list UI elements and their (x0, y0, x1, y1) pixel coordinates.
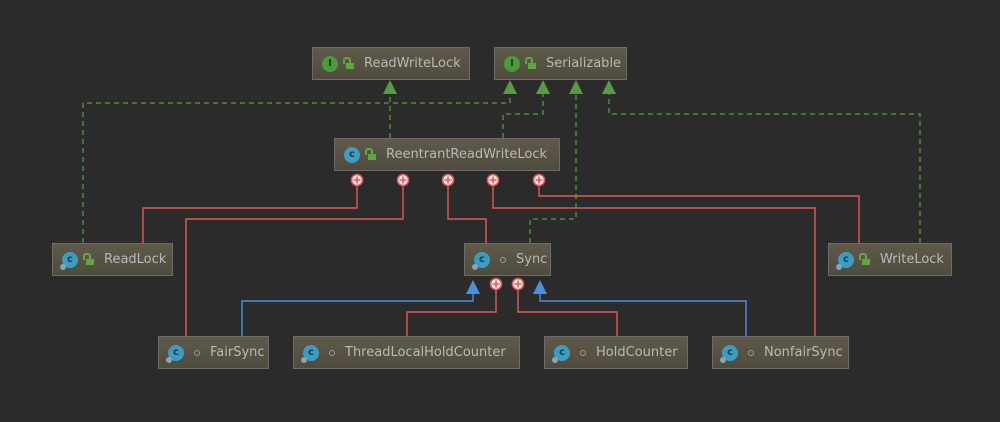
node-holdcounter[interactable]: c HoldCounter (544, 336, 688, 369)
edge-writelock-serializable (602, 80, 921, 243)
static-abstract-class-icon: c (472, 251, 490, 270)
node-label: ReentrantReadWriteLock (386, 147, 548, 162)
edge-sync-serializable (529, 80, 583, 243)
interface-icon: I (504, 55, 520, 72)
edge-line (608, 82, 921, 243)
arrowhead-icon (383, 80, 397, 94)
edge-rrwl-readwritelock (383, 80, 397, 138)
node-threadlocalholdcounter[interactable]: c ThreadLocalHoldCounter (293, 336, 520, 369)
node-readwritelock[interactable]: I ReadWriteLock (312, 47, 470, 80)
static-class-icon: c (552, 344, 570, 363)
public-lock-icon (365, 147, 376, 160)
arrowhead-icon (569, 80, 583, 94)
arrowhead-icon (602, 80, 616, 94)
package-private-icon (580, 349, 586, 356)
package-private-icon (194, 349, 200, 356)
plus-glyph (514, 280, 522, 288)
edge-sync-threadlocalholdcounter (406, 277, 503, 336)
static-class-icon: c (836, 251, 854, 270)
edge-nonfairsync-sync (533, 280, 747, 336)
edge-rrwl-fairsync (185, 173, 410, 336)
node-nonfairsync[interactable]: c NonfairSync (712, 336, 849, 369)
edge-line (517, 284, 618, 336)
static-class-icon: c (166, 344, 184, 363)
public-lock-icon (343, 56, 354, 69)
node-label: ReadLock (104, 252, 167, 267)
node-label: Serializable (546, 56, 622, 71)
plus-glyph (535, 176, 543, 184)
edge-line (241, 282, 474, 336)
edge-line (185, 180, 404, 336)
node-label: Sync (516, 252, 548, 267)
public-lock-icon (83, 252, 94, 265)
node-fairsync[interactable]: c FairSync (158, 336, 269, 369)
plus-glyph (399, 176, 407, 184)
arrowhead-icon (536, 80, 550, 94)
edge-sync-holdcounter (511, 277, 618, 336)
edge-line (539, 282, 747, 336)
node-serializable[interactable]: I Serializable (494, 47, 627, 80)
edge-line (447, 180, 487, 243)
node-label: HoldCounter (596, 345, 678, 360)
package-private-icon (329, 349, 335, 356)
node-readlock[interactable]: c ReadLock (52, 243, 173, 276)
node-label: ThreadLocalHoldCounter (345, 345, 506, 360)
node-label: FairSync (210, 345, 265, 360)
class-icon: c (344, 146, 360, 163)
node-sync[interactable]: c Sync (464, 243, 551, 276)
node-label: NonfairSync (764, 345, 843, 360)
edge-line (529, 82, 577, 243)
public-lock-icon (525, 56, 536, 69)
plus-glyph (492, 280, 500, 288)
plus-glyph (353, 176, 361, 184)
public-lock-icon (859, 252, 870, 265)
edge-rrwl-nonfairsync (486, 173, 816, 336)
edge-rrwl-writelock (532, 173, 860, 243)
static-class-icon: c (720, 344, 738, 363)
edge-line (492, 180, 816, 336)
edge-fairsync-sync (241, 280, 480, 336)
node-reentrantreadwritelock[interactable]: c ReentrantReadWriteLock (334, 138, 560, 171)
node-label: WriteLock (880, 252, 944, 267)
edge-readlock-serializable (82, 80, 517, 243)
edge-rrwl-serializable (502, 80, 550, 138)
package-private-icon (748, 349, 754, 356)
edge-rrwl-readlock (142, 173, 364, 243)
package-private-icon (500, 256, 506, 263)
arrowhead-icon (503, 80, 517, 94)
node-writelock[interactable]: c WriteLock (828, 243, 952, 276)
plus-glyph (489, 176, 497, 184)
edge-line (406, 284, 497, 336)
interface-icon: I (322, 55, 338, 72)
arrowhead-icon (466, 280, 480, 294)
node-label: ReadWriteLock (364, 56, 461, 71)
edge-line (142, 180, 358, 243)
plus-glyph (444, 176, 452, 184)
edge-line (538, 180, 860, 243)
static-class-icon: c (60, 251, 78, 270)
edge-rrwl-sync (441, 173, 487, 243)
static-class-icon: c (301, 344, 319, 363)
arrowhead-icon (533, 280, 547, 294)
edge-line (502, 82, 544, 138)
